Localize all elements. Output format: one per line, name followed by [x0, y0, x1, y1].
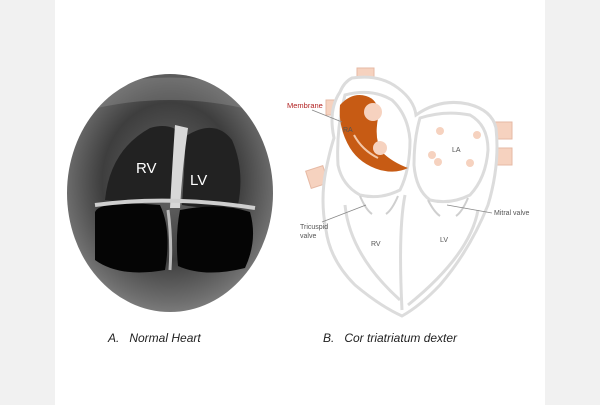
label-mitral: Mitral valve	[494, 210, 530, 217]
echo-lower-septum	[166, 209, 173, 271]
mitral-leaflet	[427, 199, 441, 217]
membrane-highlight	[353, 134, 379, 159]
opening-circle	[373, 141, 387, 155]
mitral-leader	[446, 204, 493, 214]
opening-circle	[473, 131, 481, 139]
lv-wall	[407, 209, 480, 307]
membrane	[339, 95, 408, 172]
caption-b-letter: B.	[323, 331, 335, 345]
ra-chamber	[336, 90, 412, 199]
opening-circle	[466, 159, 474, 167]
opening-circle	[364, 103, 382, 121]
label-tricuspid: Tricuspid valve	[300, 223, 328, 241]
caption-a-text: Normal Heart	[129, 331, 201, 345]
label-lv: LV	[440, 237, 449, 244]
label-ra: RA	[343, 127, 353, 134]
caption-b: B. Cor triatriatum dexter	[323, 331, 457, 345]
label-tricuspid-line2: valve	[300, 233, 317, 240]
rv-wall	[343, 204, 402, 302]
echo-la-cavity	[176, 206, 254, 273]
label-la: LA	[452, 147, 461, 154]
caption-a: A. Normal Heart	[108, 331, 201, 345]
caption-a-letter: A.	[108, 331, 120, 345]
caption-b-text: Cor triatriatum dexter	[344, 331, 458, 345]
label-tricuspid-line1: Tricuspid	[300, 224, 329, 231]
opening-circle	[428, 151, 436, 159]
echo-label-lv: LV	[190, 172, 208, 189]
echo-rv-cavity	[105, 126, 182, 203]
echo-label-rv: RV	[136, 160, 157, 177]
echo-lv-cavity	[182, 127, 241, 208]
echo-ra-cavity	[95, 203, 168, 273]
mitral-leaflet	[455, 197, 469, 217]
label-membrane: Membrane	[287, 101, 323, 110]
label-rv: RV	[371, 241, 381, 248]
tricuspid-leaflet	[359, 195, 373, 215]
membrane-leader	[311, 109, 343, 123]
tricuspid-leaflet	[385, 195, 399, 215]
echo-septum	[170, 125, 188, 208]
opening-circle	[434, 158, 442, 166]
opening-circle	[436, 127, 444, 135]
la-chamber	[412, 111, 490, 204]
echo-av-plane	[94, 198, 256, 210]
tricuspid-leader	[321, 204, 367, 223]
ventricular-septum	[399, 194, 407, 311]
